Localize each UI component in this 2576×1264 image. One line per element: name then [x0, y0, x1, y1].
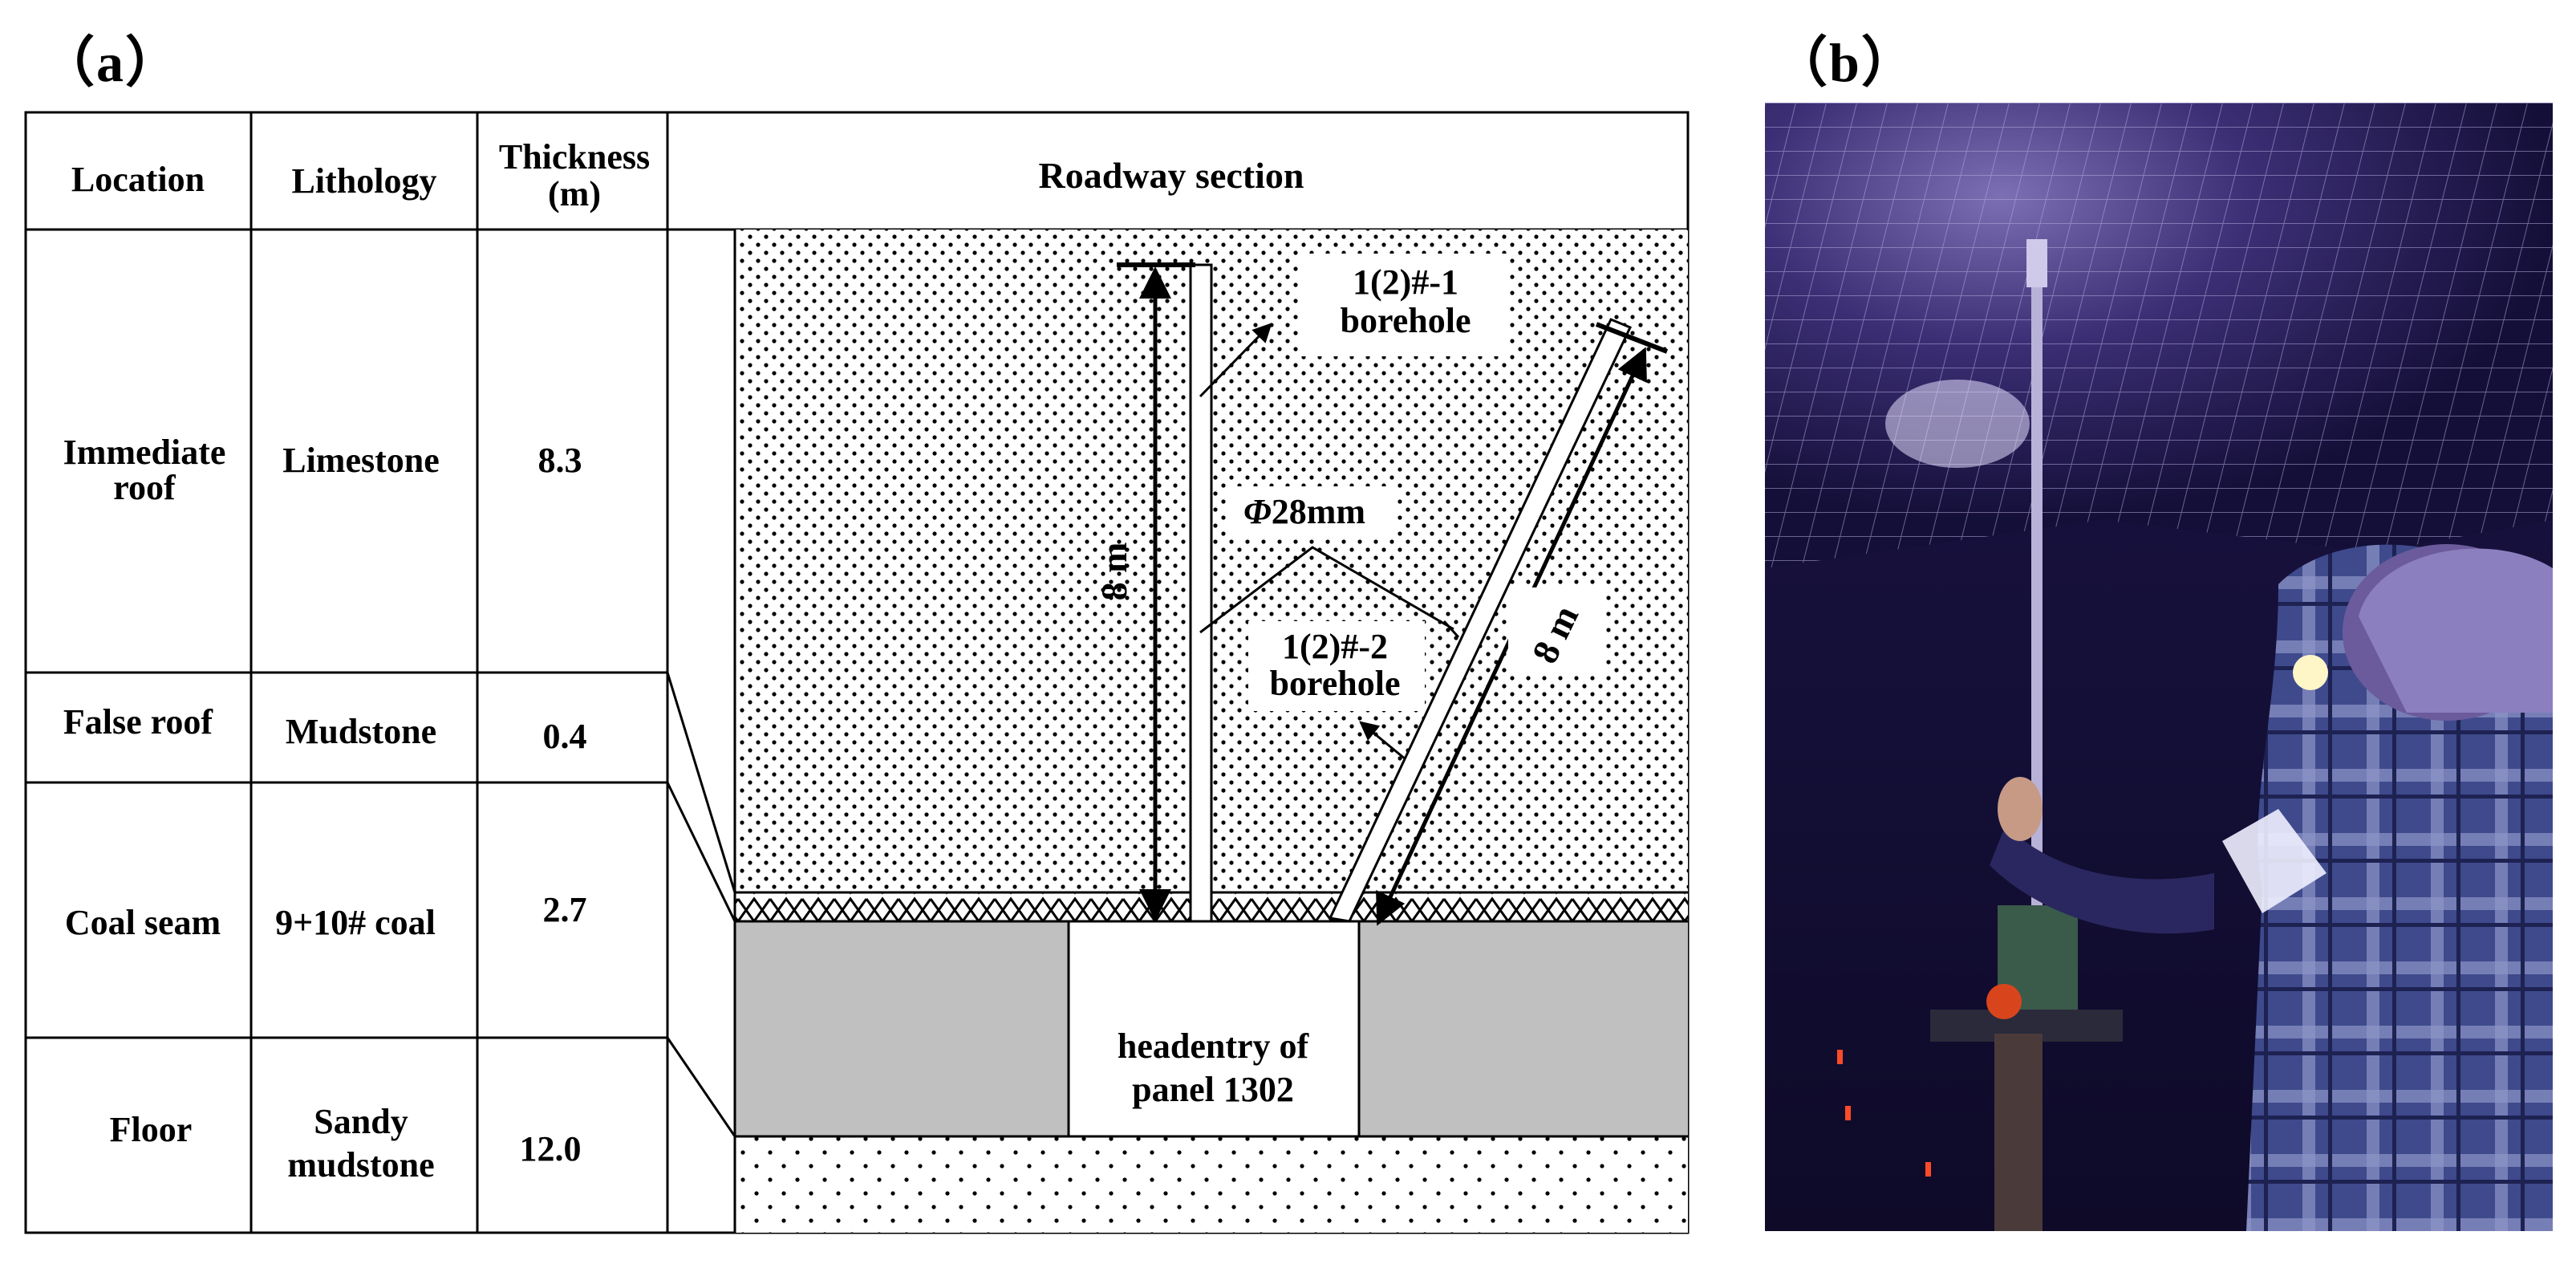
header-location: Location — [71, 160, 205, 199]
borehole2-pointer — [1359, 721, 1406, 761]
row-location: Floor — [110, 1110, 193, 1149]
row-location: False roof — [63, 702, 213, 742]
borehole2-label: 1(2)#-2 — [1282, 627, 1388, 666]
panel-b-label: （b） — [1773, 32, 1917, 93]
diameter-leader-lines — [1199, 546, 1460, 639]
row-lithology: 9+10# coal — [275, 903, 436, 942]
drill-rig — [1930, 239, 2123, 1231]
borehole-vertical — [1189, 263, 1213, 923]
diameter-value: 28mm — [1272, 492, 1365, 531]
header-thickness: Thickness — [499, 137, 650, 177]
row-location: Immediate — [63, 433, 226, 472]
row-location-line2: roof — [113, 468, 176, 507]
header-roadway-section: Roadway section — [1039, 155, 1304, 196]
row-thickness: 0.4 — [543, 717, 587, 756]
row-location: Coal seam — [65, 903, 221, 942]
row-lithology: Limestone — [282, 441, 440, 480]
header-thickness-unit: (m) — [548, 174, 601, 213]
borehole-inclined-cap — [1595, 322, 1669, 354]
row-lithology: Mudstone — [286, 712, 436, 751]
borehole1-pointer — [1199, 323, 1272, 398]
row-lithology-line2: mudstone — [287, 1145, 434, 1185]
borehole1-label-line2: borehole — [1341, 301, 1471, 340]
headentry-opening — [1067, 920, 1361, 1138]
worker-arm — [1990, 777, 2214, 934]
row-lithology: Sandy — [314, 1102, 408, 1141]
row-thickness: 8.3 — [538, 441, 582, 480]
floor-layer — [735, 1136, 1688, 1233]
borehole1-label: 1(2)#-1 — [1353, 262, 1458, 302]
worker — [2222, 544, 2553, 1231]
header-lithology: Lithology — [292, 161, 437, 201]
diameter-symbol: Φ — [1243, 492, 1272, 531]
row-thickness: 12.0 — [520, 1129, 582, 1168]
headentry-label: headentry of — [1118, 1026, 1310, 1066]
underground-photo — [1765, 103, 2553, 1231]
row-thickness: 2.7 — [543, 890, 587, 929]
vertical-length-label: 8 m — [1093, 543, 1134, 601]
borehole2-label-line2: borehole — [1270, 664, 1401, 703]
layer-connectors — [666, 672, 736, 1137]
diameter-label: Φ28mm — [1243, 492, 1365, 531]
headentry-label-line2: panel 1302 — [1132, 1070, 1294, 1109]
panel-a-label: （a） — [40, 32, 182, 93]
